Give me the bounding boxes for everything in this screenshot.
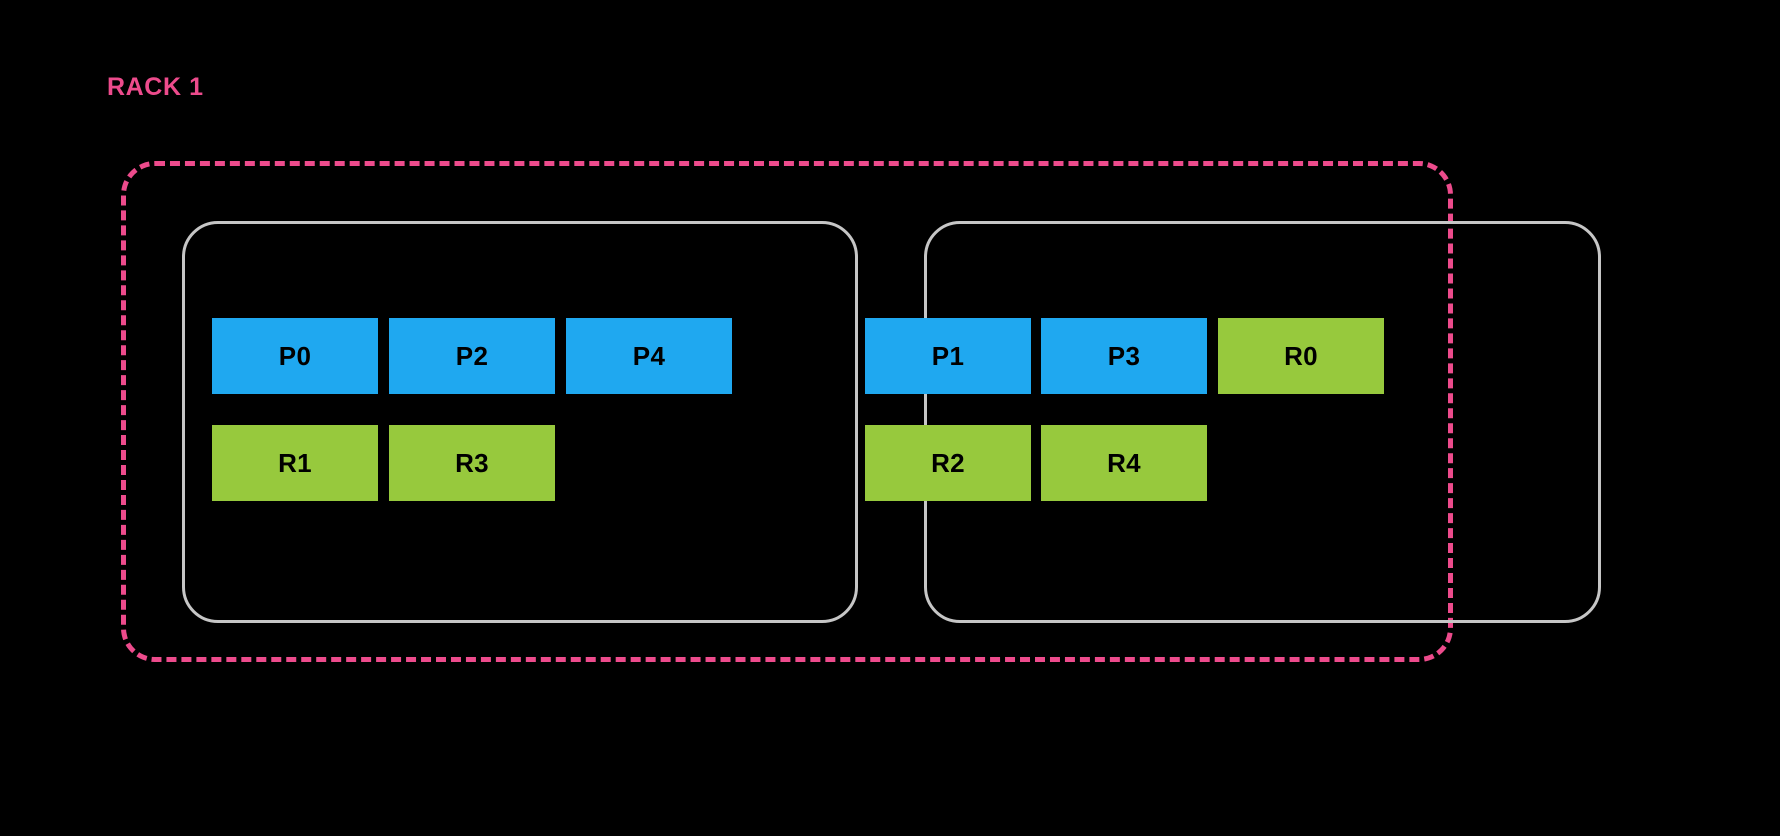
rack-label: RACK 1: [107, 73, 204, 101]
node-panel-left: [182, 221, 858, 623]
rack-container: [121, 161, 1453, 662]
block-p2: P2: [389, 318, 555, 394]
block-p0: P0: [212, 318, 378, 394]
block-p1: P1: [865, 318, 1031, 394]
block-r2: R2: [865, 425, 1031, 501]
block-r1: R1: [212, 425, 378, 501]
block-p3: P3: [1041, 318, 1207, 394]
block-r4: R4: [1041, 425, 1207, 501]
block-p4: P4: [566, 318, 732, 394]
block-r0: R0: [1218, 318, 1384, 394]
block-r3: R3: [389, 425, 555, 501]
node-panel-right: [924, 221, 1601, 623]
